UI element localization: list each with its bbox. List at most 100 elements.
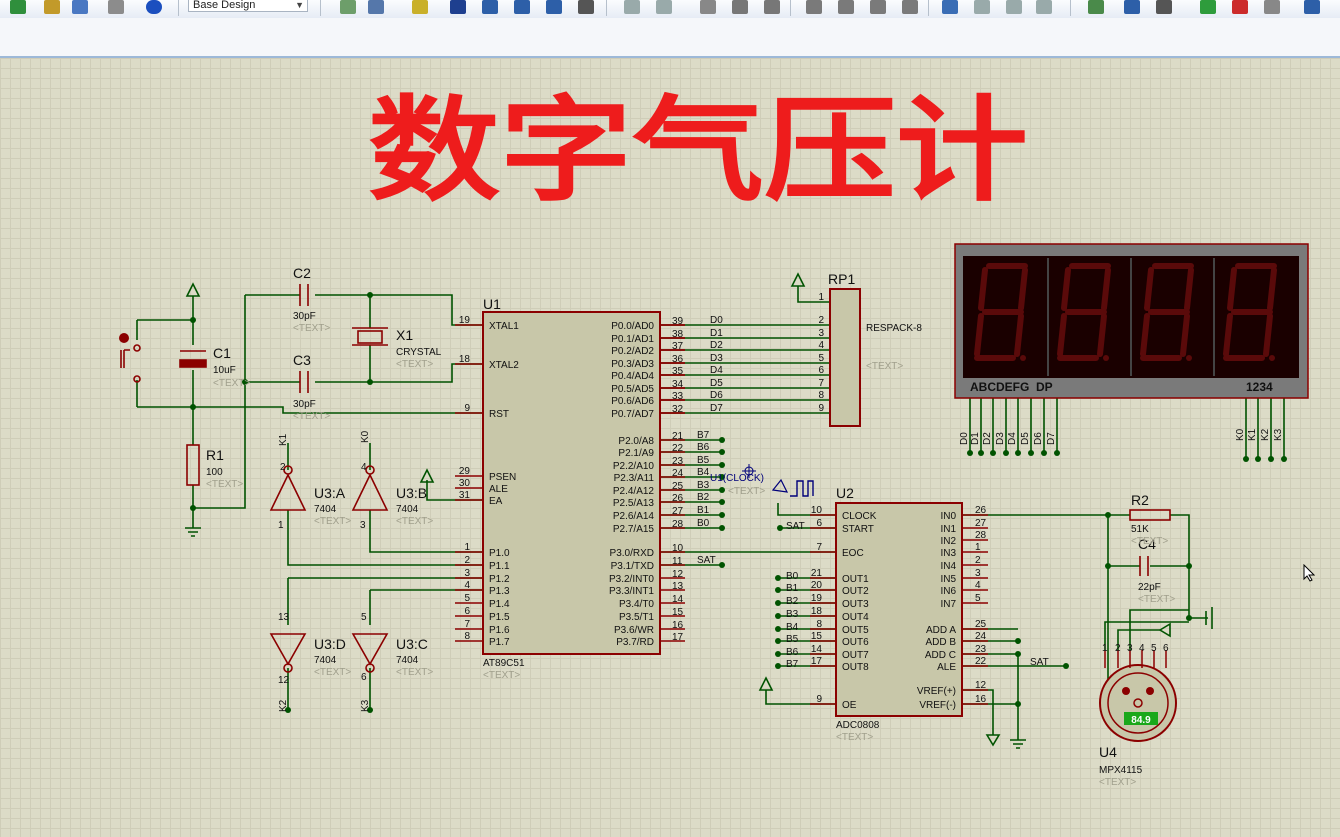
netlist-icon[interactable]	[1304, 0, 1320, 14]
u2-net-label: B6	[786, 647, 799, 658]
u1-net-label: B3	[697, 480, 710, 491]
u3d-ref: U3:D	[314, 636, 346, 652]
display-seg-pin: D4	[1007, 432, 1018, 445]
dollar-icon[interactable]	[44, 0, 60, 14]
u2-pin-name: START	[842, 524, 874, 535]
u2-pin-number: 4	[975, 580, 981, 591]
rp1-pin-number: 2	[818, 315, 824, 326]
u1-pin-number: 3	[464, 568, 470, 579]
redo-icon[interactable]	[656, 0, 672, 14]
undo-icon[interactable]	[624, 0, 640, 14]
rp1-pin-number: 6	[818, 365, 824, 376]
decompose-icon[interactable]	[1036, 0, 1052, 14]
u2-pin-number: 1	[975, 542, 981, 553]
rp1-pin-number: 9	[818, 403, 824, 414]
u1-pin-number: 23	[672, 456, 684, 467]
rp1-pin-number: 7	[818, 378, 824, 389]
u2-pin-number: 17	[811, 656, 823, 667]
wire-autorouter-icon[interactable]	[1088, 0, 1104, 14]
u3a-value: 7404	[314, 504, 337, 515]
u2-net-label: B5	[786, 634, 799, 645]
u2-pin-name: ADD C	[925, 650, 956, 661]
u3d-in-pin: 13	[278, 612, 290, 623]
property-tool-icon[interactable]	[1156, 0, 1172, 14]
u2-pin-name: VREF(+)	[917, 686, 956, 697]
chart-icon[interactable]	[72, 0, 88, 14]
zoom-in-icon[interactable]	[482, 0, 498, 14]
button-knob-icon[interactable]	[119, 333, 129, 343]
u2-pin-name: IN3	[940, 548, 956, 559]
package-icon[interactable]	[1006, 0, 1022, 14]
u2-text: <TEXT>	[836, 732, 873, 743]
display-digit-pin: K3	[1273, 428, 1284, 441]
make-device-icon[interactable]	[974, 0, 990, 14]
u2-net-label: B7	[786, 659, 799, 670]
grid-icon[interactable]	[368, 0, 384, 14]
block-rotate-icon[interactable]	[870, 0, 886, 14]
r2-text: <TEXT>	[1131, 536, 1168, 547]
zoom-area-icon[interactable]	[578, 0, 594, 14]
remove-sheet-icon[interactable]	[1232, 0, 1248, 14]
u1-pin-number: 37	[672, 341, 684, 352]
new-icon[interactable]	[10, 0, 26, 14]
search-tag-icon[interactable]	[1124, 0, 1140, 14]
rp1-body[interactable]	[829, 288, 861, 427]
u4-sensor[interactable]: 84.9	[1099, 650, 1177, 742]
refresh-icon[interactable]	[340, 0, 356, 14]
u1-pin-name: P2.2/A10	[613, 461, 655, 472]
u4-reading: 84.9	[1131, 715, 1151, 726]
add-sheet-icon[interactable]	[1200, 0, 1216, 14]
rp1-pin-number: 1	[818, 292, 824, 303]
info-icon[interactable]	[146, 0, 162, 14]
u1-pin-number: 29	[459, 466, 471, 477]
u4-pin-number: 5	[1151, 643, 1157, 654]
block-copy-icon[interactable]	[806, 0, 822, 14]
zoom-all-icon[interactable]	[546, 0, 562, 14]
u2-body[interactable]	[835, 502, 963, 717]
c1-value: 10uF	[213, 365, 236, 376]
document-icon[interactable]	[108, 0, 124, 14]
u3d-value: 7404	[314, 655, 337, 666]
pan-icon[interactable]	[450, 0, 466, 14]
block-move-icon[interactable]	[838, 0, 854, 14]
u2-sat-label: SAT	[1030, 657, 1049, 668]
battery-icon	[1205, 607, 1213, 629]
origin-icon[interactable]	[412, 0, 428, 14]
u2-pin-name: IN7	[940, 599, 956, 610]
power-arrow-icon	[790, 272, 806, 287]
seven-segment-display[interactable]: ABCDEFG DP 1234	[954, 243, 1309, 399]
pick-device-icon[interactable]	[942, 0, 958, 14]
u2-net-label: SAT	[786, 521, 805, 532]
u4-value: MPX4115	[1099, 765, 1143, 776]
u1-pin-number: 19	[459, 315, 471, 326]
u1-pin-name: P3.3/INT1	[609, 586, 654, 597]
x1-ref: X1	[396, 327, 413, 343]
u3b-text: <TEXT>	[396, 516, 433, 527]
zoom-out-icon[interactable]	[514, 0, 530, 14]
u4-pin-number: 4	[1139, 643, 1145, 654]
display-seg-pin: D7	[1046, 432, 1057, 445]
u1-body[interactable]	[482, 311, 661, 655]
c1-text: <TEXT>	[213, 378, 250, 389]
u2-pin-number: 2	[975, 555, 981, 566]
u1-pin-number: 16	[672, 620, 684, 631]
u1-pin-number: 25	[672, 481, 684, 492]
sheet-zoom-icon[interactable]	[1264, 0, 1280, 14]
u2-net-label: B3	[786, 609, 799, 620]
u1-pin-name: P3.1/TXD	[611, 561, 654, 572]
u1-pin-number: 11	[672, 556, 683, 567]
block-delete-icon[interactable]	[902, 0, 918, 14]
display-seg-pin: D3	[995, 432, 1006, 445]
u2-pin-name: OUT3	[842, 599, 869, 610]
c2-ref: C2	[293, 265, 311, 281]
u3a-ref: U3:A	[314, 485, 346, 501]
design-select[interactable]: Base Design▼	[188, 0, 308, 12]
u1-pin-name: P3.7/RD	[616, 637, 654, 648]
cut-icon[interactable]	[700, 0, 716, 14]
power-arrow-icon	[185, 282, 201, 297]
c2-value: 30pF	[293, 311, 316, 322]
paste-icon[interactable]	[764, 0, 780, 14]
u2-pin-number: 12	[975, 680, 987, 691]
copy-icon[interactable]	[732, 0, 748, 14]
